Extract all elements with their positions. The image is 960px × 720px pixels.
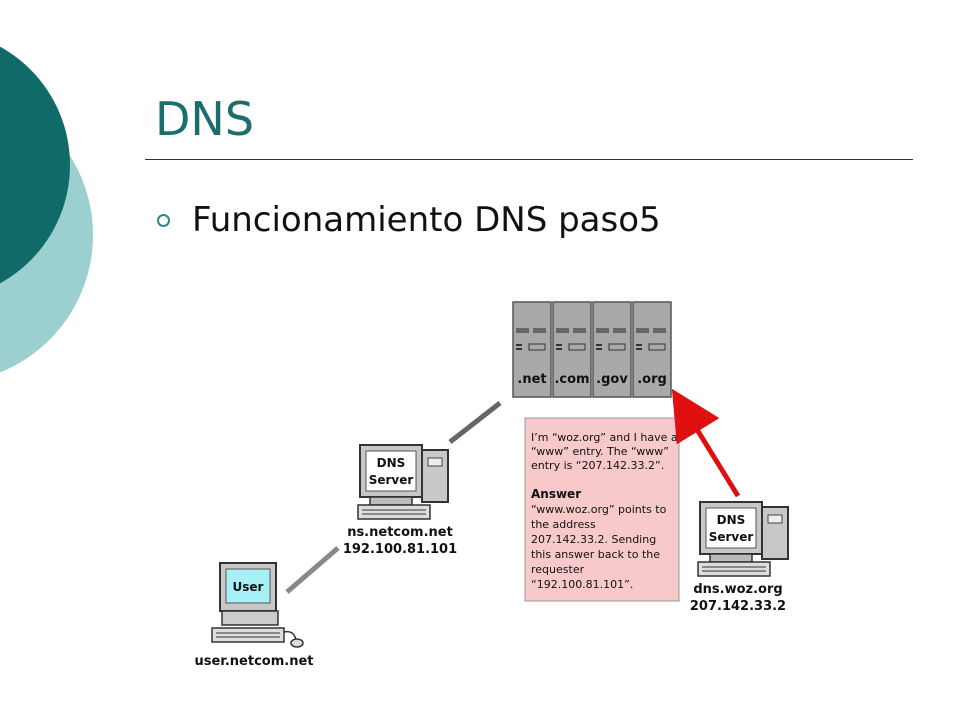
root-server-gov: .gov: [592, 301, 632, 398]
root-server-com: .com: [552, 301, 592, 398]
ns-ip-label: 192.100.81.101: [343, 542, 457, 557]
root-servers: .net .com .gov .org: [512, 301, 672, 398]
user-screen-label: User: [233, 580, 264, 594]
message-body-line: “www.woz.org” points to: [531, 503, 667, 516]
message-heading: Answer: [531, 487, 581, 501]
root-server-label: .gov: [596, 372, 628, 387]
ns-host-label: ns.netcom.net: [347, 525, 453, 540]
woz-ip-label: 207.142.33.2: [690, 599, 786, 614]
slide-title: DNS: [155, 92, 255, 146]
message-body-line: requester: [531, 563, 585, 576]
red-arrow: [671, 388, 741, 498]
link-user-ns: [285, 546, 340, 594]
woz-host-label: dns.woz.org: [693, 582, 782, 597]
ns-screen-line: DNS: [377, 456, 406, 470]
woz-dns-server-computer: DNS Server dns.woz.org 207.142.33.2: [690, 501, 789, 614]
link-ns-root: [448, 401, 502, 444]
user-computer: User user.netcom.net: [195, 562, 314, 669]
bullet-circle-icon: [157, 213, 170, 227]
woz-screen-line: DNS: [717, 513, 746, 527]
decorative-circle-dark: [0, 46, 70, 284]
message-body-line: this answer back to the: [531, 548, 660, 561]
message-intro-line: “www” entry. The “www”: [531, 445, 669, 458]
answer-message-box: I’m “woz.org” and I have a “www” entry. …: [524, 417, 680, 602]
root-server-net: .net: [512, 301, 552, 398]
message-body-line: 207.142.33.2. Sending: [531, 533, 656, 546]
user-host-label: user.netcom.net: [195, 654, 314, 669]
woz-screen-line: Server: [709, 530, 754, 544]
title-divider: [145, 159, 913, 160]
ns-screen-line: Server: [369, 473, 414, 487]
root-server-org: .org: [632, 301, 672, 398]
bullet-text: Funcionamiento DNS paso5: [192, 200, 661, 240]
root-server-label: .com: [554, 372, 589, 387]
message-body-line: “192.100.81.101”.: [531, 578, 633, 591]
ns-dns-server-computer: DNS Server ns.netcom.net 192.100.81.101: [343, 444, 457, 557]
root-server-label: .net: [517, 372, 546, 387]
message-intro-line: entry is “207.142.33.2”.: [531, 459, 664, 472]
message-intro-line: I’m “woz.org” and I have a: [531, 431, 678, 444]
message-body-line: the address: [531, 518, 596, 531]
root-server-label: .org: [637, 372, 667, 387]
bullet-item: Funcionamiento DNS paso5: [157, 200, 661, 240]
